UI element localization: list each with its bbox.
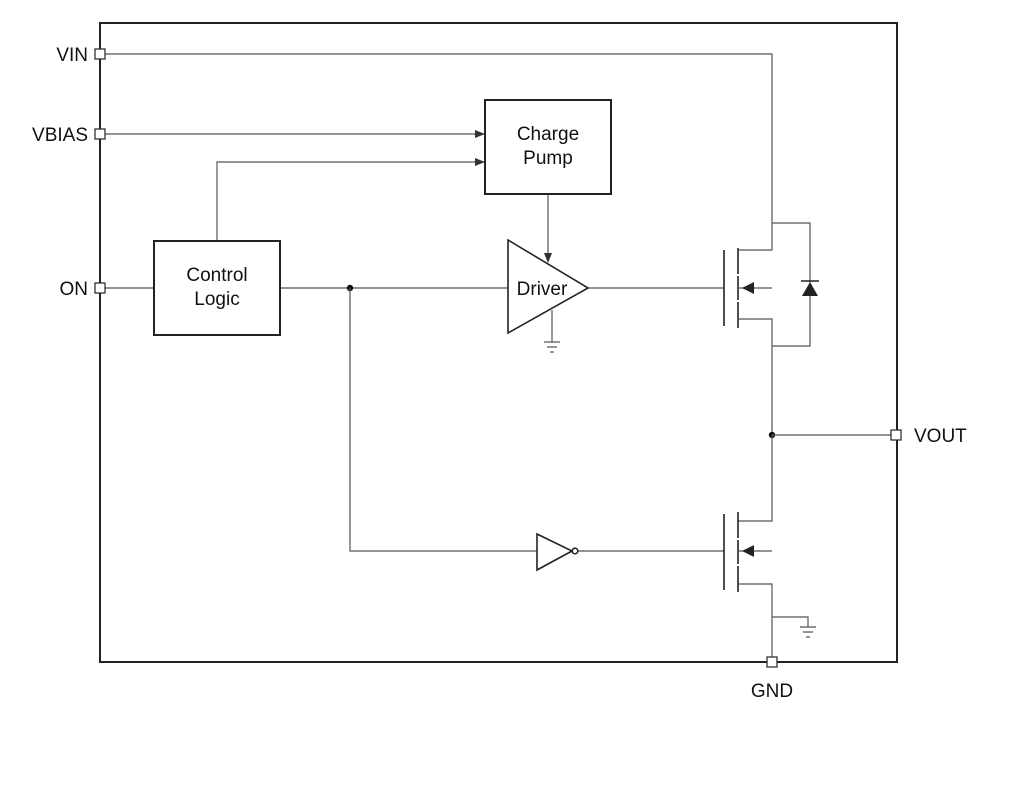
gnd-pin — [766, 656, 778, 668]
vbias-pin — [94, 128, 106, 140]
driver-amplifier — [507, 238, 590, 335]
driver-label: Driver — [517, 279, 568, 300]
driver-ground-icon — [544, 310, 560, 353]
control-logic-label-2: Logic — [194, 289, 239, 310]
on-label: ON — [60, 279, 89, 300]
on-pin — [94, 282, 106, 294]
control-to-pump-wire — [216, 158, 485, 241]
vin-wire — [105, 53, 773, 223]
vin-label: VIN — [56, 45, 88, 66]
charge-pump-block — [484, 99, 612, 195]
control-logic-label-1: Control — [186, 265, 247, 286]
body-diode — [772, 222, 819, 347]
charge-pump-label-2: Pump — [523, 148, 573, 169]
gnd-label: GND — [751, 681, 793, 702]
high-side-mosfet — [723, 223, 773, 435]
control-logic-block — [153, 240, 281, 336]
pulldown-ground-icon — [772, 616, 816, 638]
pulldown-mosfet — [723, 435, 773, 657]
inverter-gate — [536, 532, 579, 572]
inverter-branch-wire — [349, 288, 537, 552]
charge-pump-label-1: Charge — [517, 124, 579, 145]
vout-label: VOUT — [914, 426, 967, 447]
vin-pin — [94, 48, 106, 60]
pulldown-drain-wire — [738, 435, 773, 522]
vout-pin — [890, 429, 902, 441]
vbias-label: VBIAS — [32, 125, 88, 146]
chip-outline — [99, 22, 898, 663]
